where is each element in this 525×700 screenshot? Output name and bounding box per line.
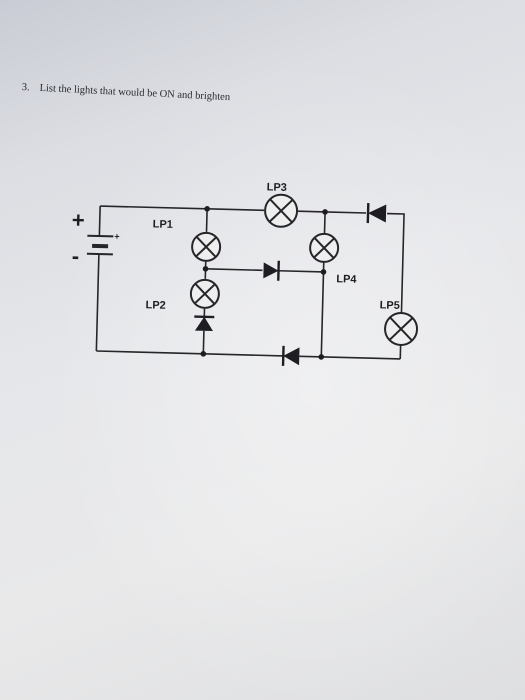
diode-top-right [366,203,387,224]
battery-plus-sign: + [71,207,85,232]
lamp-lp3 [264,193,299,228]
label-lp5: LP5 [379,299,399,312]
junction-dots [200,206,328,360]
diode-bottom [281,345,300,366]
battery-minus-sign: - [72,243,80,268]
diode-lp2-series [194,315,215,332]
label-lp2: LP2 [145,299,165,312]
battery-small-plus: + [114,231,120,241]
label-lp4: LP4 [336,273,357,286]
circuit-wires [95,205,405,360]
battery-symbol [86,234,114,256]
lamp-lp2 [189,278,220,309]
lamp-lp1 [191,231,222,262]
label-lp1: LP1 [153,218,173,231]
diode-middle [263,260,280,281]
lamp-lp4 [309,232,340,263]
label-lp3: LP3 [267,181,287,194]
lamp-lp5 [384,311,419,346]
